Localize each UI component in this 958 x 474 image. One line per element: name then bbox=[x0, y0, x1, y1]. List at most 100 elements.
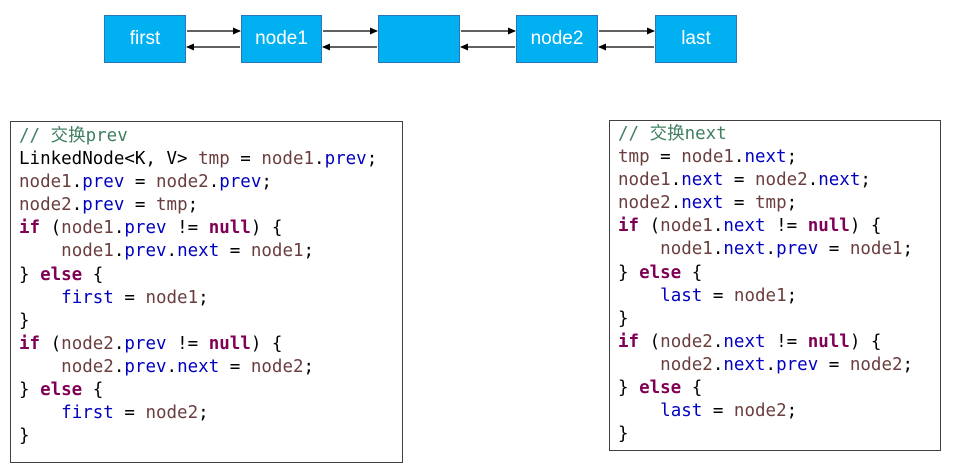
node-node1-label: node1 bbox=[255, 28, 308, 49]
code-token: { bbox=[82, 264, 104, 285]
code-token bbox=[618, 239, 660, 259]
code-token bbox=[618, 401, 660, 421]
code-line: if (node1.next != null) { bbox=[618, 215, 940, 238]
code-line: } else { bbox=[618, 262, 940, 285]
code-token: node1 bbox=[733, 285, 787, 306]
code-token: . bbox=[712, 354, 724, 375]
code-token: ( bbox=[40, 218, 62, 239]
code-token: . bbox=[71, 172, 83, 193]
code-token: next bbox=[744, 147, 787, 168]
code-token: node1 bbox=[618, 170, 671, 191]
node-node1: node1 bbox=[241, 15, 322, 63]
code-token: node2 bbox=[755, 170, 808, 191]
code-token: = bbox=[113, 287, 146, 308]
code-token: ; bbox=[902, 354, 914, 375]
code-line: } bbox=[19, 425, 402, 448]
code-token: node2 bbox=[19, 195, 72, 216]
code-token: prev bbox=[776, 354, 819, 375]
code-token: = bbox=[702, 285, 734, 306]
code-token: { bbox=[681, 262, 703, 283]
code-token: if bbox=[618, 216, 640, 237]
code-token: node1 bbox=[250, 241, 304, 262]
code-line: node1.prev = node2.prev; bbox=[19, 171, 402, 194]
code-token: null bbox=[208, 218, 251, 239]
code-token: != bbox=[765, 216, 808, 237]
code-token: != bbox=[166, 333, 209, 354]
code-token: null bbox=[807, 331, 850, 352]
code-token: ; bbox=[198, 403, 209, 424]
node-last: last bbox=[655, 15, 737, 63]
code-token: node2 bbox=[660, 354, 713, 375]
code-token: . bbox=[670, 170, 682, 191]
code-line: if (node2.next != null) { bbox=[618, 331, 940, 354]
code-token: . bbox=[807, 170, 819, 191]
code-token: . bbox=[113, 333, 125, 354]
code-token: prev bbox=[219, 172, 262, 193]
code-token: null bbox=[208, 333, 251, 354]
code-line: node2.next.prev = node2; bbox=[618, 354, 940, 377]
code-token: } bbox=[618, 308, 629, 329]
code-token: } bbox=[19, 380, 41, 401]
code-token: ; bbox=[187, 195, 199, 216]
code-token: last bbox=[660, 285, 703, 306]
code-token bbox=[618, 286, 660, 306]
code-token bbox=[19, 403, 61, 423]
code-token: . bbox=[71, 195, 83, 216]
code-token: . bbox=[712, 216, 724, 237]
code-token: if bbox=[19, 218, 41, 239]
code-token: next bbox=[681, 170, 724, 191]
code-token: node1 bbox=[849, 239, 903, 260]
code-token: node2 bbox=[849, 354, 903, 375]
link-arrows bbox=[186, 27, 655, 51]
code-token: node2 bbox=[145, 403, 199, 424]
code-token: next bbox=[818, 170, 861, 191]
code-token: else bbox=[40, 264, 83, 285]
code-line: // 交换prev bbox=[19, 125, 402, 148]
code-token: ; bbox=[786, 401, 798, 422]
code-token: . bbox=[208, 172, 220, 193]
code-token: != bbox=[166, 218, 209, 239]
code-token: node2 bbox=[250, 356, 304, 377]
code-token: next bbox=[177, 241, 220, 262]
code-token: next bbox=[723, 354, 766, 375]
code-token: ) { bbox=[849, 216, 882, 237]
code-token: else bbox=[639, 378, 682, 399]
code-token: { bbox=[681, 378, 703, 399]
code-token: = bbox=[219, 241, 251, 262]
code-token: tmp bbox=[198, 149, 230, 170]
code-token: = bbox=[124, 172, 156, 193]
node-middle bbox=[378, 15, 460, 63]
code-token: } bbox=[618, 262, 640, 283]
code-token: } bbox=[618, 424, 629, 445]
code-token: } bbox=[618, 378, 640, 399]
code-token: node1 bbox=[261, 149, 315, 170]
node-last-label: last bbox=[681, 28, 711, 49]
code-token: if bbox=[19, 333, 41, 354]
code-token: ; bbox=[366, 149, 378, 170]
code-token: ; bbox=[786, 285, 798, 306]
code-line: first = node1; bbox=[19, 287, 402, 310]
code-line: } else { bbox=[618, 377, 940, 400]
code-token: node1 bbox=[660, 239, 713, 260]
code-line: if (node2.prev != null) { bbox=[19, 333, 402, 356]
code-token: node2 bbox=[618, 193, 671, 214]
code-token: next bbox=[177, 356, 220, 377]
code-token: else bbox=[40, 380, 83, 401]
code-token: ) { bbox=[250, 218, 283, 239]
code-token: ( bbox=[639, 331, 661, 352]
code-token: next bbox=[723, 239, 766, 260]
code-token: if bbox=[618, 331, 640, 352]
code-line: tmp = node1.next; bbox=[618, 146, 940, 169]
code-token: ; bbox=[303, 241, 315, 262]
code-token: ; bbox=[786, 193, 798, 214]
code-token bbox=[19, 288, 61, 308]
code-token: else bbox=[639, 262, 682, 283]
code-token: } bbox=[19, 310, 30, 331]
code-token: prev bbox=[124, 241, 167, 262]
code-token: = bbox=[818, 354, 850, 375]
code-token: node2 bbox=[61, 333, 114, 354]
code-line: last = node1; bbox=[618, 285, 940, 308]
code-token: = bbox=[649, 147, 682, 168]
node-first-label: first bbox=[129, 28, 161, 49]
